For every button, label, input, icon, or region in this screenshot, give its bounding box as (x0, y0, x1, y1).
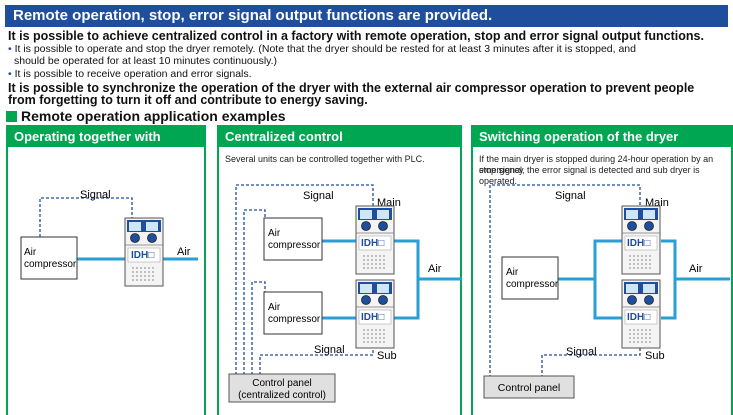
bullet-1-line-1: It is possible to operate and stop the d… (14, 43, 636, 55)
bullet-1: • It is possible to operate and stop the… (8, 43, 636, 55)
control-panel-label: Control panel (498, 382, 560, 394)
panel-3-title: Switching operation of the dryer (473, 127, 731, 147)
control-panel-label: Control panel (252, 378, 311, 389)
signal-label-top: Signal (303, 190, 334, 202)
air-label: Air (428, 263, 442, 275)
control-panel-sublabel: (centralized control) (238, 390, 326, 401)
signal-label-top: Signal (555, 190, 586, 202)
inlet-manifold (593, 239, 622, 320)
signal-line-compressor-1 (243, 209, 266, 375)
dryer-sub-logo: IDH□ (361, 312, 384, 323)
dryer-main-logo: IDH□ (361, 238, 384, 249)
signal-line-sub (541, 338, 641, 378)
feature-banner: Remote operation, stop, error signal out… (5, 5, 728, 27)
dryer-sub-logo: IDH□ (627, 312, 650, 323)
lead-text-1: It is possible to achieve centralized co… (8, 29, 704, 43)
lead-text-2-line-2: from forgetting to turn it off and contr… (8, 93, 368, 107)
panel-1-diagram: Signal Air compressor IDH□ Air (20, 189, 198, 287)
signal-line-main (235, 184, 374, 375)
compressor-1-label-1: Air (268, 228, 281, 239)
panel-switching-operation: Switching operation of the dryer If the … (471, 125, 733, 415)
panel-3-diagram: Signal Main Air Air compressor IDH□ IDH□… (483, 184, 730, 399)
compressor-label-1: Air (24, 247, 37, 258)
outlet-manifold (661, 239, 677, 320)
compressor-2-label-1: Air (268, 302, 281, 313)
panel-centralized-control: Centralized control Several units can be… (217, 125, 462, 415)
sub-label: Sub (377, 350, 397, 362)
manifold-pipe (394, 239, 420, 320)
air-compressor-box (501, 256, 559, 300)
panel-3-description-line-2: stop signal, the error signal is detecte… (479, 165, 700, 186)
signal-line (39, 197, 133, 237)
control-panel-box (228, 373, 336, 403)
signal-label: Signal (80, 189, 111, 201)
sub-label: Sub (645, 350, 665, 362)
panel-1-title: Operating together with compressor (8, 127, 204, 164)
signal-label-bottom: Signal (314, 344, 345, 356)
air-compressor-box (20, 236, 78, 280)
panel-3-description-line-1: If the main dryer is stopped during 24-h… (479, 154, 714, 175)
compressor-1-label-2: compressor (268, 240, 321, 251)
air-compressor-box-2 (263, 291, 323, 335)
air-compressor-box-1 (263, 217, 323, 261)
section-title-text: Remote operation application examples (21, 108, 286, 124)
control-panel-box (483, 375, 575, 399)
section-title: Remote operation application examples (6, 108, 286, 124)
air-label: Air (177, 246, 191, 258)
compressor-label-1: Air (506, 267, 519, 278)
green-square-icon (6, 111, 17, 122)
compressor-2-label-2: compressor (268, 314, 321, 325)
dryer-main-logo: IDH□ (627, 238, 650, 249)
bullet-1-line-2: should be operated for at least 10 minut… (14, 55, 278, 67)
panel-operating-with-compressor: Operating together with compressor (6, 125, 206, 415)
signal-line-compressor-2 (251, 281, 266, 375)
bullet-2-text: It is possible to receive operation and … (14, 68, 252, 80)
signal-line-main (489, 184, 641, 378)
lead-text-2-line-1: It is possible to synchronize the operat… (8, 81, 695, 95)
air-label: Air (689, 263, 703, 275)
compressor-label-2: compressor (24, 259, 77, 270)
signal-label-bottom: Signal (566, 346, 597, 358)
bullet-2: • It is possible to receive operation an… (8, 68, 252, 80)
panel-2-description: Several units can be controlled together… (225, 154, 425, 164)
panel-2-title: Centralized control (219, 127, 460, 147)
compressor-label-2: compressor (506, 279, 559, 290)
dryer-logo: IDH□ (131, 250, 154, 261)
panel-2-diagram: Signal Main Air Air compressor Air compr… (228, 184, 462, 403)
